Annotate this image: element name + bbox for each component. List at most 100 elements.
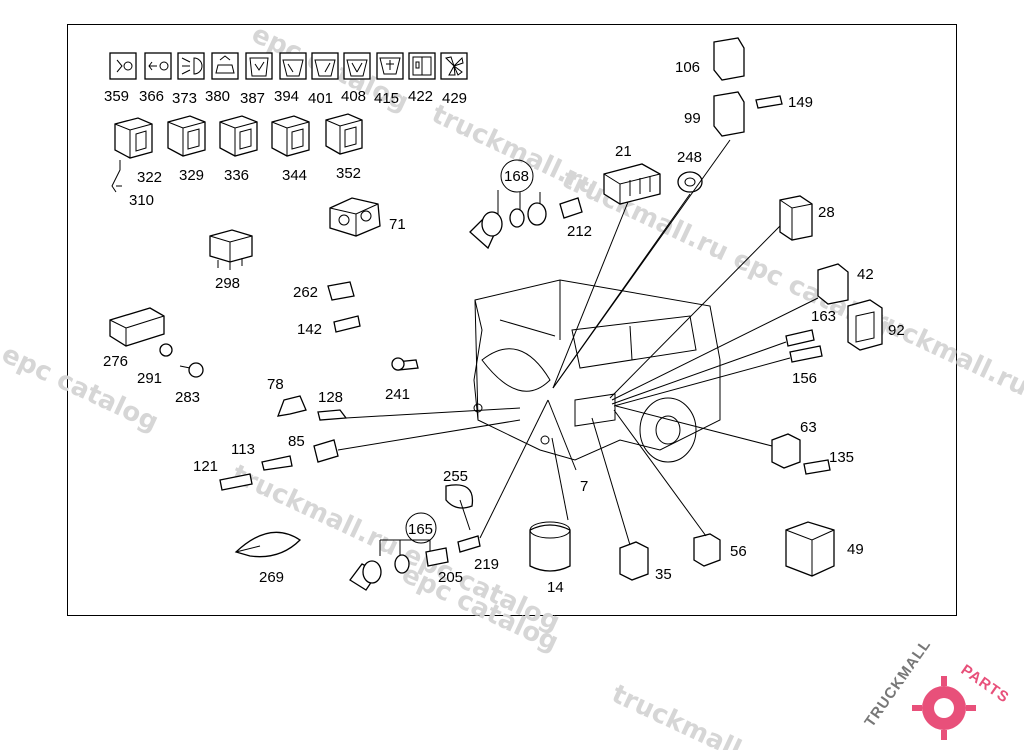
watermark-text: epc catalog xyxy=(0,339,163,438)
symbol-380-icon xyxy=(211,52,239,80)
part-106 xyxy=(713,37,745,81)
label-165: 165 xyxy=(408,521,433,538)
label-344: 344 xyxy=(282,167,307,184)
label-248: 248 xyxy=(677,149,702,166)
part-21 xyxy=(603,163,661,205)
part-42 xyxy=(817,263,849,305)
part-56 xyxy=(693,533,721,567)
part-14 xyxy=(529,524,571,572)
label-71: 71 xyxy=(389,216,406,233)
part-85 xyxy=(313,439,339,463)
part-49 xyxy=(785,521,835,577)
symbol-401-icon xyxy=(311,52,339,80)
label-373: 373 xyxy=(172,90,197,107)
label-422: 422 xyxy=(408,88,433,105)
label-205: 205 xyxy=(438,569,463,586)
label-262: 262 xyxy=(293,284,318,301)
part-63 xyxy=(771,433,801,469)
part-135 xyxy=(803,459,831,475)
brand-text-accent: PARTS xyxy=(958,661,1013,706)
label-149: 149 xyxy=(788,94,813,111)
part-128 xyxy=(317,409,348,421)
part-269-cable-tie xyxy=(234,531,302,558)
label-168: 168 xyxy=(504,168,529,185)
part-28 xyxy=(779,195,813,241)
brand-logo: TRUCKMALL PARTS xyxy=(861,636,1012,740)
part-149 xyxy=(755,95,783,109)
label-135: 135 xyxy=(829,449,854,466)
part-255 xyxy=(445,484,474,509)
label-106: 106 xyxy=(675,59,700,76)
part-262 xyxy=(327,281,355,301)
symbol-394-icon xyxy=(279,52,307,80)
switch-symbol-row xyxy=(109,52,468,80)
part-156 xyxy=(789,345,823,363)
label-14: 14 xyxy=(547,579,564,596)
switch-352 xyxy=(325,113,363,155)
label-408: 408 xyxy=(341,88,366,105)
label-7: 7 xyxy=(580,478,588,495)
label-63: 63 xyxy=(800,419,817,436)
label-219: 219 xyxy=(474,556,499,573)
symbol-359-icon xyxy=(109,52,137,80)
label-336: 336 xyxy=(224,167,249,184)
part-248-grommet xyxy=(677,171,703,193)
symbol-408-icon xyxy=(343,52,371,80)
label-310: 310 xyxy=(129,192,154,209)
part-35 xyxy=(619,541,649,581)
part-168-circle xyxy=(500,159,534,193)
label-352: 352 xyxy=(336,165,361,182)
label-298: 298 xyxy=(215,275,240,292)
part-113 xyxy=(261,455,293,471)
label-212: 212 xyxy=(567,223,592,240)
label-142: 142 xyxy=(297,321,322,338)
label-21: 21 xyxy=(615,143,632,160)
vehicle-outline xyxy=(473,279,721,463)
label-366: 366 xyxy=(139,88,164,105)
rocker-switches xyxy=(111,113,363,193)
part-283-screw xyxy=(188,362,204,378)
part-121 xyxy=(219,473,253,491)
diagram-frame xyxy=(67,24,957,616)
part-276 xyxy=(109,307,165,347)
label-401: 401 xyxy=(308,90,333,107)
label-163: 163 xyxy=(811,308,836,325)
part-78 xyxy=(276,395,307,417)
label-283: 283 xyxy=(175,389,200,406)
label-329: 329 xyxy=(179,167,204,184)
part-219 xyxy=(457,535,481,553)
label-99: 99 xyxy=(684,110,701,127)
label-291: 291 xyxy=(137,370,162,387)
part-291-washer xyxy=(159,343,173,357)
label-255: 255 xyxy=(443,468,468,485)
part-298-relay xyxy=(209,229,253,263)
label-156: 156 xyxy=(792,370,817,387)
watermark-text: truckmall.ru xyxy=(607,679,783,750)
label-387: 387 xyxy=(240,90,265,107)
label-322: 322 xyxy=(137,169,162,186)
label-359: 359 xyxy=(104,88,129,105)
symbol-373-icon xyxy=(177,52,205,80)
label-429: 429 xyxy=(442,90,467,107)
label-394: 394 xyxy=(274,88,299,105)
part-163 xyxy=(785,329,815,347)
part-142 xyxy=(333,315,361,333)
label-276: 276 xyxy=(103,353,128,370)
part-71-connector xyxy=(329,197,381,237)
label-layer: 359 366 373 380 387 394 401 408 415 422 … xyxy=(103,59,905,596)
label-121: 121 xyxy=(193,458,218,475)
symbol-387-icon xyxy=(245,52,273,80)
label-92: 92 xyxy=(888,322,905,339)
label-49: 49 xyxy=(847,541,864,558)
label-56: 56 xyxy=(730,543,747,560)
label-28: 28 xyxy=(818,204,835,221)
part-99 xyxy=(713,91,745,137)
label-42: 42 xyxy=(857,266,874,283)
label-78: 78 xyxy=(267,376,284,393)
label-128: 128 xyxy=(318,389,343,406)
label-380: 380 xyxy=(205,88,230,105)
label-241: 241 xyxy=(385,386,410,403)
part-212 xyxy=(559,197,583,219)
part-92 xyxy=(847,299,883,351)
